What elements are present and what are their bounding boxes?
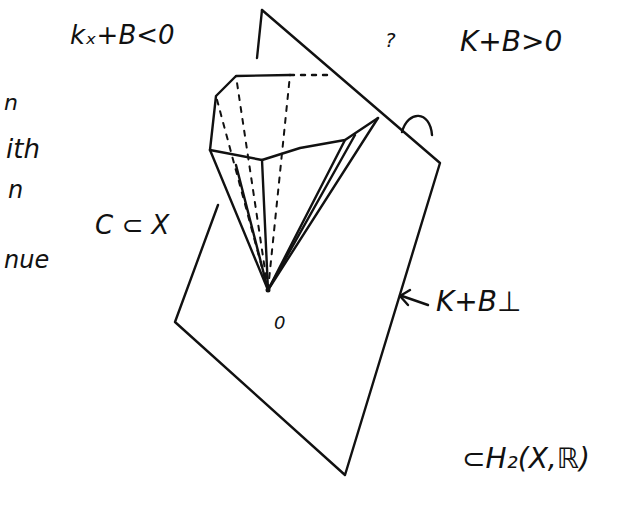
pointer-head [400, 290, 410, 305]
hyperplane [175, 10, 440, 475]
cone-ray [268, 118, 378, 290]
margin-fragment: n [4, 92, 18, 114]
hyperplane-edge [257, 10, 262, 58]
margin-fragment: ith [6, 136, 40, 162]
hidden-ray [268, 75, 290, 290]
cone-rim-hidden [290, 74, 330, 76]
question-mark: ? [385, 30, 396, 50]
condition-label: kₓ+B<0 [70, 22, 175, 48]
apex-dot [266, 288, 271, 293]
hyperplane-label: K+B⊥ [436, 288, 521, 316]
cone-ray [210, 150, 268, 290]
space-label: ⊂H₂(X,ℝ) [462, 445, 590, 473]
plane-ear [402, 116, 432, 135]
cone-rim [210, 75, 290, 150]
hidden-ray [236, 76, 268, 290]
margin-fragment: C ⊂ X [95, 212, 169, 238]
condition-label: K+B>0 [460, 28, 562, 56]
hidden-ray [216, 96, 268, 290]
origin-label: 0 [274, 314, 285, 332]
margin-fragment: nue [4, 248, 49, 272]
margin-fragment: n [8, 178, 23, 202]
